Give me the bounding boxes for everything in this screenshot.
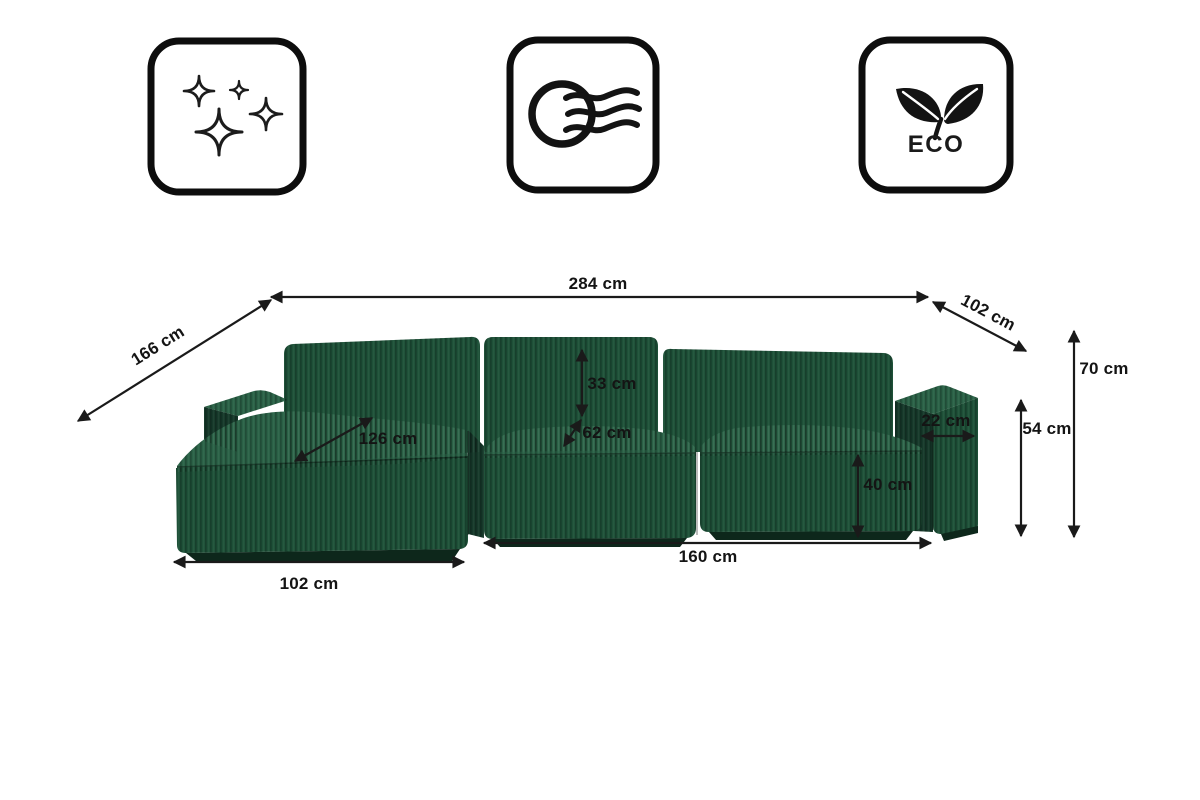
arrow-chaise-length (293, 417, 374, 462)
sofa-illustration (176, 336, 978, 561)
dim-label-seat-depth: 62 cm (582, 423, 632, 442)
airflow-icon (506, 36, 660, 194)
dim-label-armrest-height: 54 cm (1022, 419, 1072, 438)
sofa-seams (176, 414, 934, 535)
dim-label-backrest-height: 33 cm (587, 374, 637, 393)
dim-label-chaise-front-width: 102 cm (279, 574, 339, 593)
dim-label-chaise-length: 126 cm (358, 429, 418, 448)
dim-label-total-height: 70 cm (1079, 359, 1129, 378)
arrow-seat-depth (563, 418, 582, 448)
arrow-chaise-side-depth (76, 299, 273, 422)
dim-label-seat-front-width: 160 cm (678, 547, 738, 566)
eco-label: ECO (908, 131, 965, 158)
sparkles-icon (147, 37, 307, 196)
dim-label-armrest-width: 22 cm (921, 411, 971, 430)
dimension-arrows (76, 290, 1081, 569)
feature-badges: ECO (147, 36, 1014, 196)
eco-leaf-icon: ECO (858, 36, 1014, 194)
dim-label-total-width: 284 cm (568, 274, 628, 293)
dim-label-seat-height: 40 cm (863, 475, 913, 494)
arrow-right-side-depth (931, 301, 1028, 352)
